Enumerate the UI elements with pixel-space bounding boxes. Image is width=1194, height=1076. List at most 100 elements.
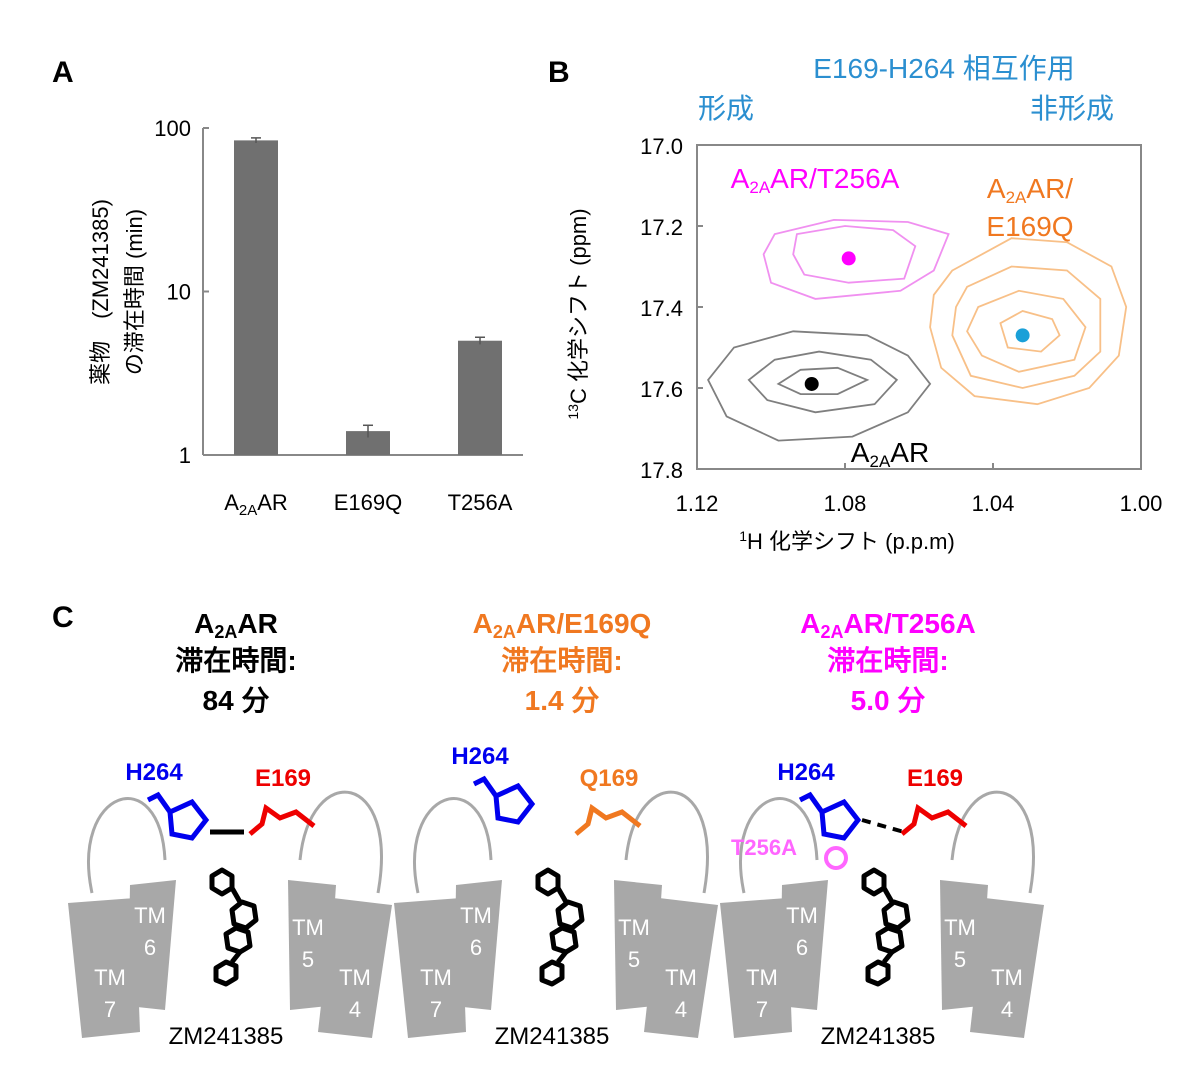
ligand-label: ZM241385 — [821, 1023, 936, 1050]
ligand-structure — [209, 867, 259, 987]
helix-tm5 — [288, 880, 336, 1010]
partner-label: Q169 — [580, 765, 639, 792]
ligand-bond — [229, 886, 243, 904]
partner-side-chain — [248, 803, 316, 836]
extracellular-loop-right — [298, 790, 383, 894]
histidine-label: H264 — [777, 759, 835, 786]
ligand-label: ZM241385 — [495, 1023, 610, 1050]
x-tick-label: T256A — [448, 490, 513, 515]
helix-tm6 — [780, 880, 828, 1010]
histidine-label: H264 — [451, 743, 509, 770]
residence-time-value: 84 分 — [203, 685, 270, 716]
series-label: A2AAR/ — [987, 173, 1073, 207]
series-label: A2AAR/T256A — [731, 163, 900, 197]
y-tick-label: 17.4 — [640, 296, 683, 321]
interaction-line-dashed — [861, 818, 905, 834]
x-tick-label: 1.08 — [824, 491, 867, 516]
tm5-label-line2: 5 — [628, 947, 640, 972]
y-tick-label: 17.0 — [640, 134, 683, 159]
ligand-ring — [535, 867, 561, 897]
y-tick-label: 100 — [154, 116, 191, 141]
formed-label: 形成 — [698, 93, 754, 124]
mutation-site-marker — [824, 846, 848, 870]
bar — [234, 140, 278, 455]
contour-line — [792, 225, 917, 284]
residence-time-value: 1.4 分 — [525, 685, 600, 716]
tm4-label-line1: TM — [339, 965, 371, 990]
histidine-side-chain — [472, 775, 536, 825]
contour-line — [707, 330, 932, 442]
y-axis-title-text: 13C 化学シフト (ppm) — [565, 208, 591, 419]
partner-label: E169 — [907, 765, 963, 792]
histidine-ring — [493, 782, 536, 825]
residence-time-label: 滞在時間: — [175, 645, 296, 676]
helix-tm4 — [970, 898, 1044, 1038]
ligand-ring — [213, 959, 239, 987]
extracellular-loop-right — [624, 790, 709, 894]
panel-label-c: C — [52, 601, 74, 634]
helix-tm6 — [128, 880, 176, 1010]
tm7-label-line1: TM — [746, 965, 778, 990]
ligand-bond — [556, 950, 568, 964]
ligand-bond — [882, 950, 894, 964]
x-tick-label: 1.04 — [972, 491, 1015, 516]
contour-line — [747, 350, 899, 414]
y-tick-label: 17.6 — [640, 377, 683, 402]
tm7-label-line2: 7 — [430, 997, 442, 1022]
tm7-label-line2: 7 — [756, 997, 768, 1022]
tm4-label-line2: 4 — [675, 997, 687, 1022]
tm6-label-line2: 6 — [144, 935, 156, 960]
helix-tm7 — [68, 898, 140, 1038]
contour-line — [762, 218, 950, 300]
ligand-ring — [209, 867, 235, 897]
helix-tm7 — [720, 898, 792, 1038]
bar — [346, 431, 390, 455]
tm6-label-line1: TM — [786, 903, 818, 928]
partner-side-chain — [574, 803, 642, 836]
series-label-line2: E169Q — [986, 211, 1073, 242]
x-axis-title: 1H 化学シフト (p.p.m) — [739, 528, 955, 554]
ligand-structure — [535, 867, 585, 987]
x-tick-label: E169Q — [334, 490, 403, 515]
contour-line — [776, 366, 870, 396]
structure-title: A2AAR/E169Q — [473, 608, 652, 642]
ligand-ring — [223, 925, 253, 955]
tm6-label-line2: 6 — [470, 935, 482, 960]
structure-title: A2AAR/T256A — [800, 608, 976, 642]
histidine-stalk — [146, 791, 173, 814]
y-tick-label: 17.8 — [640, 458, 683, 483]
tm4-label-line1: TM — [991, 965, 1023, 990]
tm5-label-line2: 5 — [954, 947, 966, 972]
residence-time-value: 5.0 分 — [851, 685, 926, 716]
x-tick-label: A2AAR — [224, 490, 288, 519]
residence-time-label: 滞在時間: — [501, 645, 622, 676]
ligand-bond — [555, 886, 569, 904]
contour-line — [999, 310, 1061, 353]
y-tick-label: 10 — [167, 280, 191, 305]
ligand-ring — [865, 959, 891, 987]
structure-title: A2AAR — [194, 608, 278, 642]
peak-point — [804, 376, 819, 391]
contour-line — [929, 237, 1128, 406]
y-axis-title-line1: 薬物 (ZM241385) — [88, 199, 113, 385]
partner-label: E169 — [255, 765, 311, 792]
interaction-header: E169-H264 相互作用 形成 非形成 — [698, 53, 1114, 124]
panel-label-a: A — [52, 56, 74, 89]
tm6-label-line2: 6 — [796, 935, 808, 960]
tm6-label-line1: TM — [134, 903, 166, 928]
tm7-label-line2: 7 — [104, 997, 116, 1022]
extracellular-loop-right — [950, 790, 1035, 894]
helix-tm5 — [940, 880, 988, 1010]
helix-tm5 — [614, 880, 662, 1010]
tm4-label-line2: 4 — [1001, 997, 1013, 1022]
y-axis-title-line2: の滞在時間 (min) — [122, 209, 147, 375]
extracellular-loop-left — [87, 797, 167, 894]
tm5-label-line2: 5 — [302, 947, 314, 972]
